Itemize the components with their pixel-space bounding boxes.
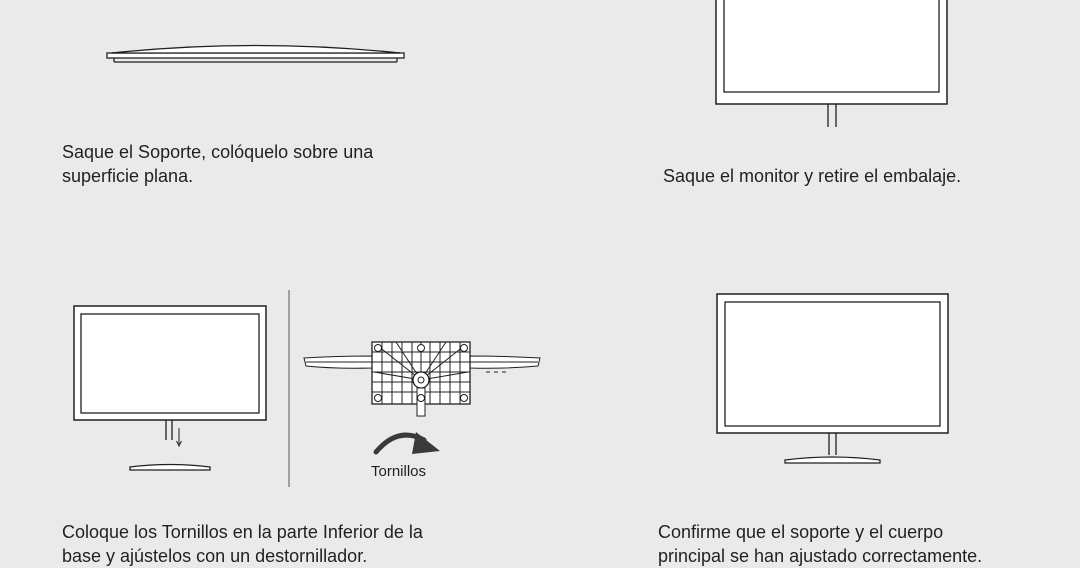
- caption-line: superficie plana.: [62, 166, 194, 186]
- caption-line: Coloque los Tornillos en la parte Inferi…: [62, 522, 423, 542]
- caption-line: Saque el Soporte, colóquelo sobre una: [62, 142, 374, 162]
- caption-line: Confirme que el soporte y el cuerpo: [658, 522, 944, 542]
- stand-base-illustration: [106, 44, 405, 63]
- monitor-unboxed-illustration: [715, 0, 948, 127]
- screws-label: Tornillos: [371, 463, 426, 480]
- step-confirm-caption: Confirme que el soporte y el cuerpo prin…: [658, 520, 982, 568]
- step-screws-caption: Coloque los Tornillos en la parte Inferi…: [62, 520, 423, 568]
- caption-line: Saque el monitor y retire el embalaje.: [663, 166, 962, 186]
- caption-line: base y ajústelos con un destornillador.: [62, 546, 368, 566]
- base-bottom-view-illustration: [303, 341, 541, 417]
- step-stand-caption: Saque el Soporte, colóquelo sobre una su…: [62, 140, 373, 188]
- rotation-arrow-icon: [373, 432, 440, 455]
- caption-line: principal se han ajustado correctamente.: [658, 546, 983, 566]
- assembled-monitor-illustration: [716, 293, 949, 464]
- step-monitor-caption: Saque el monitor y retire el embalaje.: [663, 164, 961, 188]
- monitor-with-base-illustration: [73, 305, 267, 471]
